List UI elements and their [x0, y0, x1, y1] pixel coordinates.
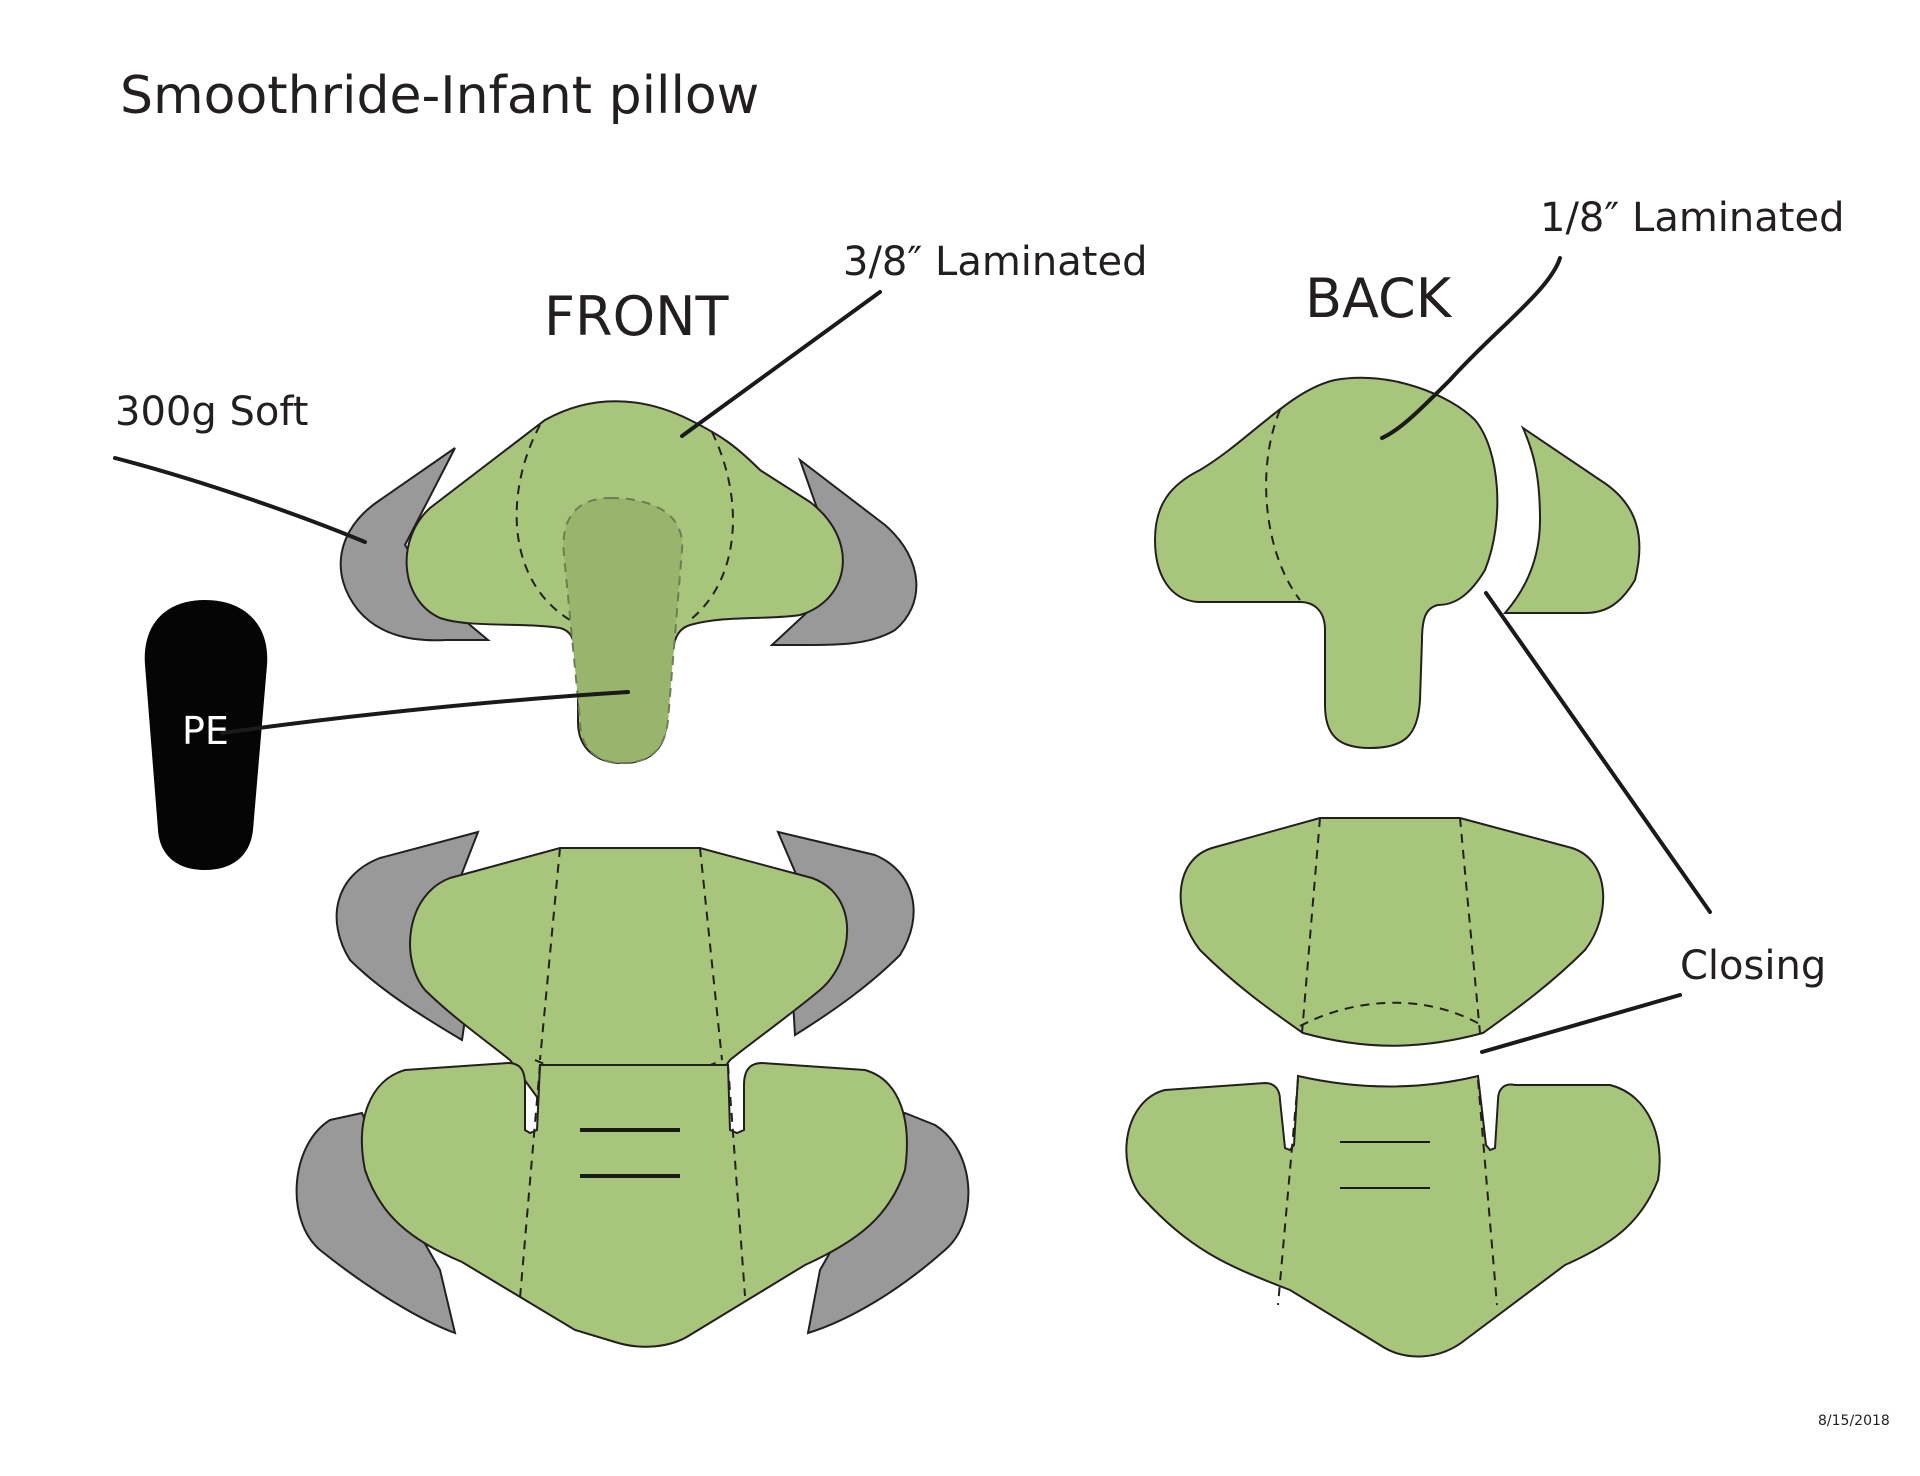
- back-top-right-flap: [1502, 425, 1641, 614]
- leader-front-laminated: [680, 290, 882, 438]
- front-bottom-lower-seam-right: [727, 1064, 746, 1297]
- pe-insert-outline: [562, 496, 684, 765]
- front-laminated-label: 3/8″ Laminated: [843, 239, 1148, 285]
- pe-label: PE: [182, 709, 229, 753]
- back-top-seam: [1265, 409, 1301, 601]
- front-heading: FRONT: [544, 285, 729, 348]
- back-bottom-lower-seam-left: [1277, 1079, 1299, 1306]
- leader-pe: [220, 690, 630, 735]
- front-top-seam-right: [689, 431, 734, 621]
- closing-label: Closing: [1680, 943, 1827, 989]
- back-bottom-upper-seam-curve: [1299, 1001, 1484, 1027]
- back-heading: BACK: [1305, 267, 1452, 330]
- page-title: Smoothride-Infant pillow: [120, 66, 760, 126]
- back-top-piece: [1153, 376, 1641, 750]
- leader-300g-soft: [113, 456, 367, 544]
- back-bottom-lower-green-panel: [1125, 1074, 1661, 1358]
- date-stamp: 8/15/2018: [1818, 1413, 1890, 1429]
- leader-closing-bottom: [1480, 993, 1682, 1054]
- back-top-main-green-panel: [1153, 376, 1499, 750]
- leader-back-laminated: [1380, 256, 1562, 440]
- back-bottom-upper-green-panel: [1179, 817, 1605, 1047]
- front-top-piece: [339, 400, 918, 765]
- front-bottom-upper-seam-right: [699, 847, 723, 1061]
- back-bottom-piece: [1125, 817, 1661, 1358]
- front-top-right-gray-wing: [769, 457, 918, 646]
- front-bottom-piece: [295, 830, 970, 1348]
- front-bottom-upper-seam-left: [539, 847, 561, 1061]
- leader-closing-top: [1484, 591, 1712, 914]
- front-bottom-lower-seam-left: [519, 1064, 541, 1299]
- front-top-left-gray-wing: [339, 447, 491, 642]
- front-bottom-lower-left-gray-wing: [295, 1111, 457, 1335]
- front-bottom-lower-right-gray-wing: [806, 1111, 970, 1335]
- pe-black-piece: [144, 600, 268, 870]
- back-bottom-lower-seam-right: [1477, 1079, 1498, 1306]
- back-bottom-upper-seam-left: [1301, 817, 1321, 1034]
- back-bottom-upper-seam-right: [1459, 817, 1481, 1034]
- back-laminated-label: 1/8″ Laminated: [1540, 195, 1845, 241]
- front-bottom-lower-green-panel: [361, 1061, 908, 1348]
- soft-material-label: 300g Soft: [115, 389, 309, 435]
